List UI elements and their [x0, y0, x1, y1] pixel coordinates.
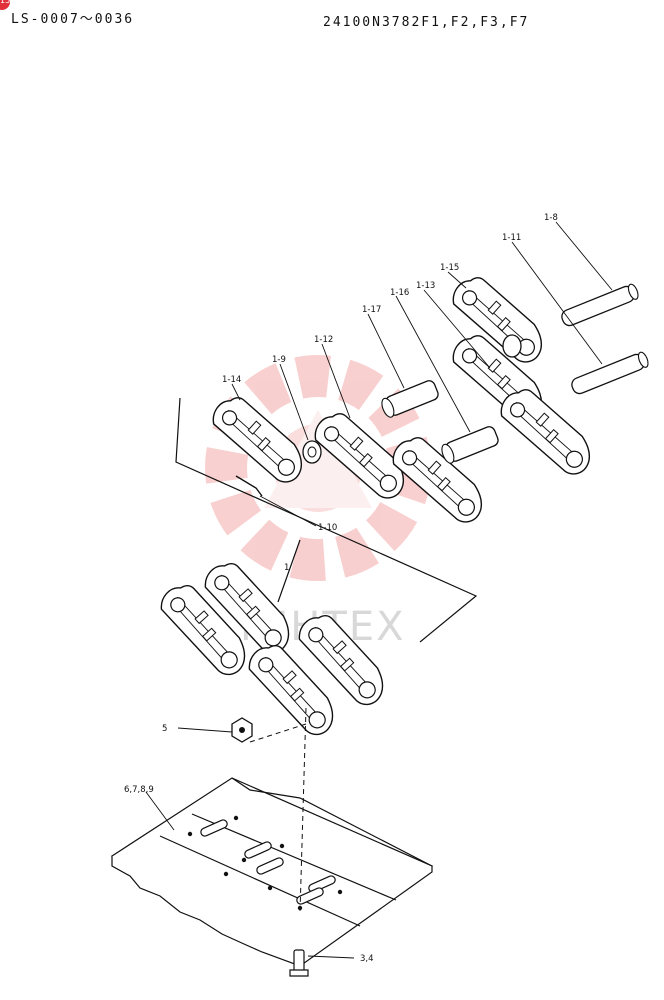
callout-1-8: 1-8: [544, 213, 558, 223]
callout-1-14: 1-14: [222, 375, 241, 385]
seal-1-9: [302, 440, 322, 464]
callout-1: 1: [284, 563, 289, 573]
nut-dash-line: [249, 723, 307, 743]
callout-1-11: 1-11: [502, 233, 521, 243]
pin-1-8: [559, 282, 641, 329]
callout-1-16: 1-16: [390, 288, 409, 298]
bolt-3-4: [289, 949, 309, 977]
leader-lines: [145, 221, 613, 959]
part-number-label: 24100N3782F1,F2,F3,F7: [323, 15, 530, 30]
assembly-center-line: [299, 707, 307, 913]
serial-range-label: LS-0007～0036: [11, 12, 135, 27]
seal-small: [502, 334, 522, 358]
exploded-frame: [175, 397, 478, 643]
pin-1-11: [569, 350, 651, 397]
callout-1-12: 1-12: [314, 335, 333, 345]
callout-1-17: 1-17: [362, 305, 381, 315]
callout-1-10: 1-10: [318, 523, 337, 533]
corner-mark-text: 15: [0, 0, 11, 5]
page-corner-marker: 15: [0, 0, 10, 10]
callout-1-9: 1-9: [272, 355, 286, 365]
callout-1-13: 1-13: [416, 281, 435, 291]
callout-1-15: 1-15: [440, 263, 459, 273]
callout-5: 5: [162, 724, 167, 734]
callout-6-7-8-9: 6,7,8,9: [124, 785, 154, 795]
callout-3-4: 3,4: [360, 954, 374, 964]
track-shoe-6-9: [110, 777, 434, 967]
nut-5: [231, 717, 253, 743]
pin-lock-1-10: [235, 475, 263, 497]
